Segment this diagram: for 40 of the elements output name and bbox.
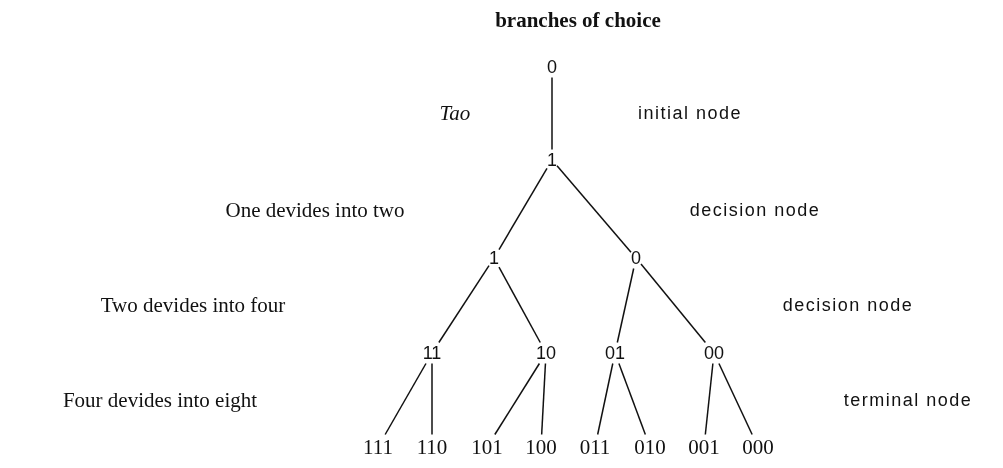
level-label: decision node: [689, 199, 821, 221]
node-label: 000: [742, 434, 774, 460]
level-label: Four devides into eight: [62, 387, 258, 413]
node-label: 1: [489, 247, 499, 269]
node-label: 1: [547, 149, 557, 171]
node-label: 111: [363, 434, 393, 460]
node-label: 01: [605, 342, 625, 364]
branch-line: [704, 362, 714, 436]
branch-line: [431, 362, 433, 436]
node-label: 10: [536, 342, 556, 364]
branch-line: [556, 165, 632, 253]
node-label: 001: [688, 434, 720, 460]
title: branches of choice: [495, 7, 661, 33]
node-label: 0: [631, 247, 641, 269]
level-label: decision node: [782, 294, 914, 316]
node-label: 100: [525, 434, 557, 460]
node-label: 110: [416, 434, 448, 460]
branch-line: [616, 267, 635, 344]
branch-line: [640, 263, 707, 344]
node-label: 101: [471, 434, 503, 460]
branch-line: [494, 362, 541, 436]
node-label: 11: [422, 342, 442, 364]
branch-line: [618, 362, 647, 436]
branch-line: [384, 362, 427, 436]
level-label: One devides into two: [225, 197, 405, 223]
node-label: 0: [547, 56, 557, 78]
branch-line: [540, 362, 547, 436]
branch-line: [718, 362, 753, 436]
branch-line: [498, 167, 548, 251]
node-label: 00: [704, 342, 724, 364]
level-label: initial node: [637, 102, 743, 124]
level-label: terminal node: [843, 389, 973, 411]
branch-line: [596, 362, 614, 436]
italic-label: Tao: [439, 100, 471, 126]
branch-line: [438, 264, 490, 344]
node-label: 011: [579, 434, 611, 460]
branch-line: [551, 76, 553, 151]
branch-line: [498, 266, 541, 344]
level-label: Two devides into four: [100, 292, 286, 318]
node-label: 010: [634, 434, 666, 460]
